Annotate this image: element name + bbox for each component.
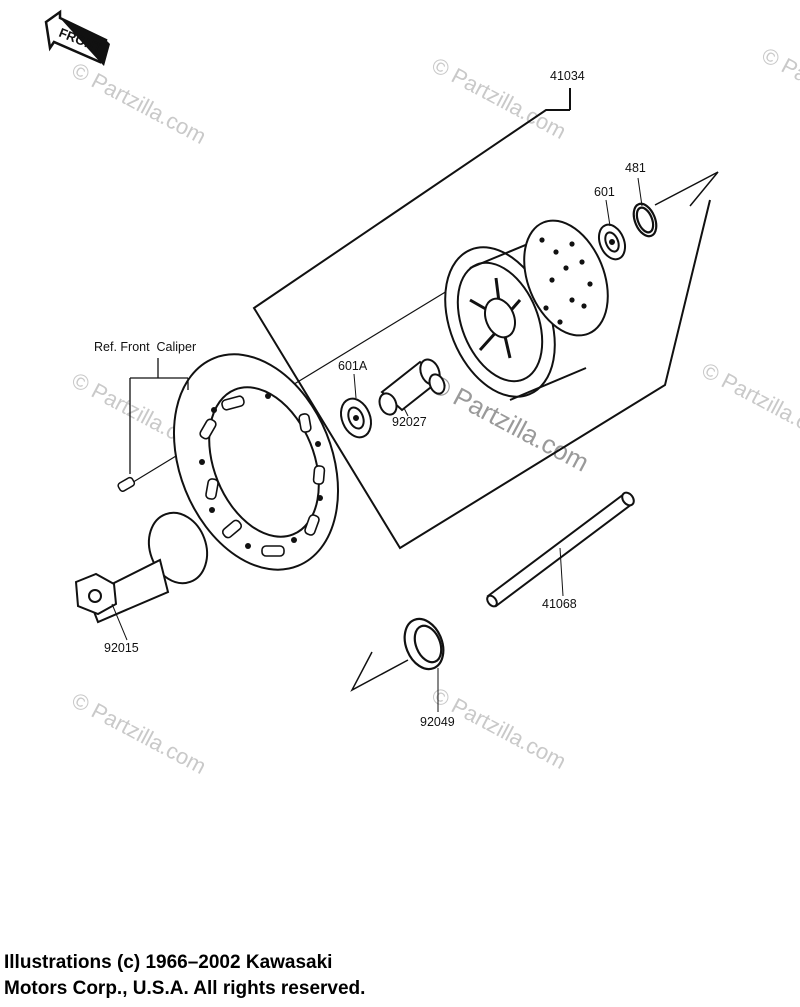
copyright-line-2: Motors Corp., U.S.A. All rights reserved… (4, 978, 366, 999)
watermark-mid-right: © Partzilla.com (698, 357, 800, 449)
label-92027: 92027 (392, 415, 427, 429)
bearing-601 (597, 223, 627, 261)
label-601: 601 (594, 185, 615, 199)
label-ref-front-caliper: Ref. Front Caliper (94, 340, 196, 354)
oil-seal-92049 (403, 617, 445, 671)
label-41034: 41034 (550, 69, 585, 83)
copyright-notice: Illustrations (c) 1966–2002 Kawasaki Mot… (4, 950, 564, 1002)
copyright-line-1: Illustrations (c) 1966–2002 Kawasaki (4, 952, 333, 973)
caliper-bolt (117, 476, 136, 492)
leader-axis-lower (350, 651, 409, 692)
label-92015: 92015 (104, 641, 139, 655)
leader-axis-upper (654, 171, 719, 207)
front-arrow-icon: FRONT (44, 9, 110, 66)
label-601a: 601A (338, 359, 368, 373)
wheel-hub (444, 219, 609, 401)
watermark-bottom-left: © Partzilla.com (68, 687, 211, 779)
hub-assembly-outline (252, 88, 711, 550)
axle-41068 (486, 491, 635, 608)
watermark-far-right: © Partzilla.com (758, 42, 800, 134)
axle-nut (74, 511, 209, 624)
spacer-92027 (378, 358, 446, 416)
seal-481 (632, 202, 658, 238)
bearing-601a (340, 397, 372, 439)
watermark-top-left: © Partzilla.com (68, 57, 211, 149)
leader-lines (111, 177, 643, 712)
label-92049: 92049 (420, 715, 455, 729)
caliper-reference-bracket (129, 358, 189, 474)
watermark-top-right: © Partzilla.com (428, 52, 571, 144)
brake-disc (172, 353, 340, 571)
label-481: 481 (625, 161, 646, 175)
label-41068: 41068 (542, 597, 577, 611)
